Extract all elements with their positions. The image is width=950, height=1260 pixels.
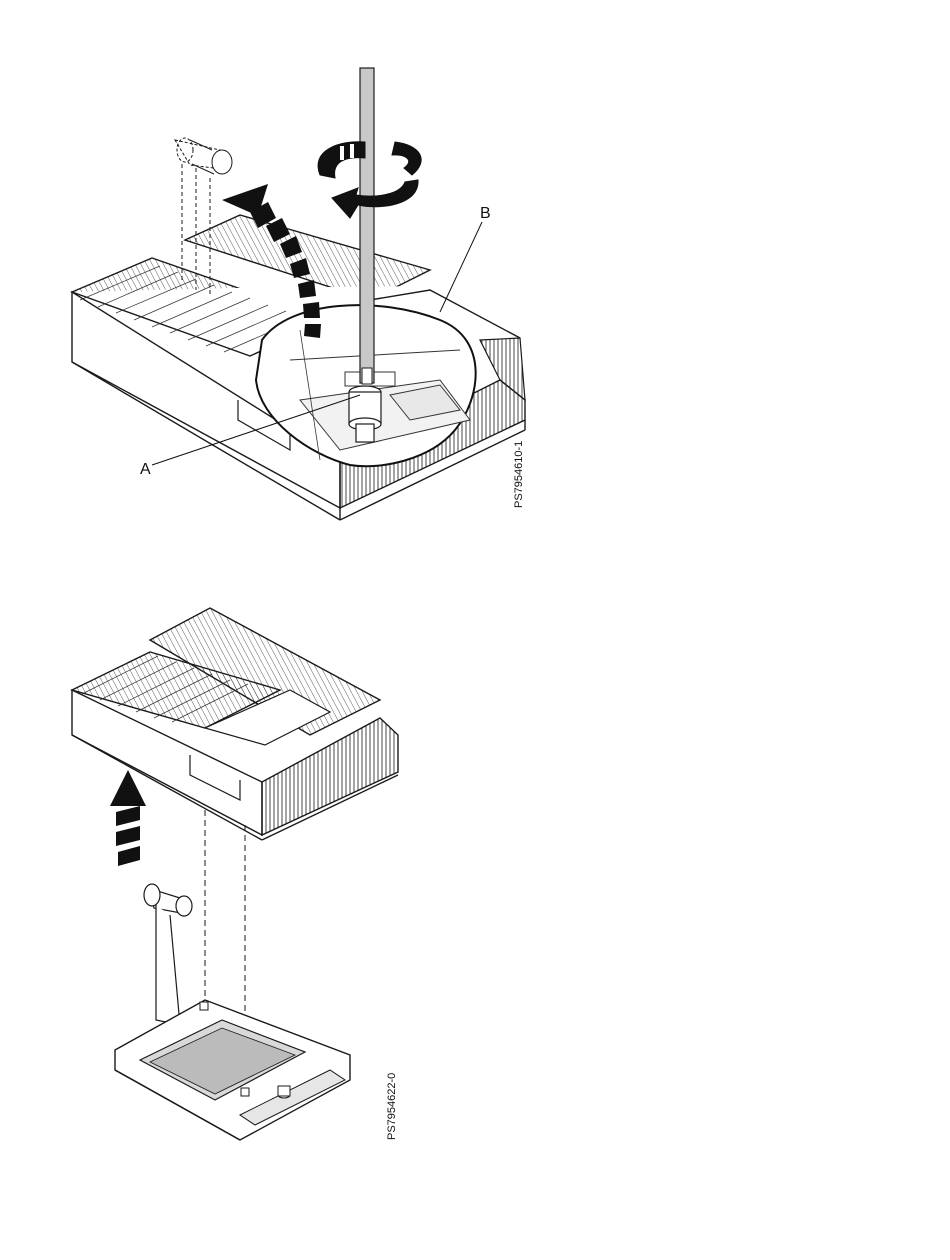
loose-screw bbox=[144, 884, 192, 1025]
callout-line-b bbox=[440, 222, 482, 312]
callout-label-b: B bbox=[480, 205, 491, 222]
figure-id-label-2: PS7954622-0 bbox=[386, 1073, 398, 1140]
lift-up-arrow-icon bbox=[110, 770, 146, 866]
screwdriver bbox=[360, 68, 374, 384]
callout-label-a: A bbox=[140, 461, 151, 478]
processor-socket bbox=[115, 1000, 350, 1140]
figure-2-heatsink-lift: PS7954622-0 bbox=[72, 608, 398, 1140]
figure-id-label-1: PS7954610-1 bbox=[513, 441, 525, 508]
figure-1-heatsink-removal-screw: A B PS7954610-1 bbox=[72, 68, 525, 520]
